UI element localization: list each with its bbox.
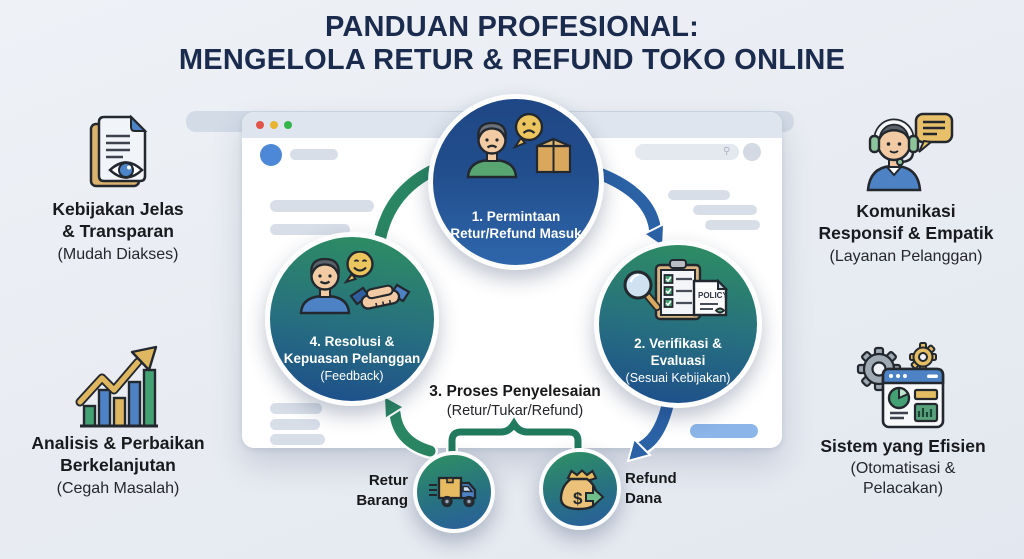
page-title-line1: PANDUAN PROFESIONAL:	[324, 11, 700, 43]
feature-clear-policy: Kebijakan Jelas & Transparan (Mudah Diak…	[22, 110, 214, 264]
feature-responsive-communication: Komunikasi Responsif & Empatik (Layanan …	[809, 110, 1003, 266]
step1-circle: 1. Permintaan Retur/Refund Masuk	[428, 94, 604, 270]
retur-barang-circle	[413, 451, 495, 533]
feature-title-line: Sistem yang Efisien	[820, 436, 986, 456]
feature-note-line: (Otomatisasi &	[850, 460, 956, 478]
step3-note: (Retur/Tukar/Refund)	[446, 403, 584, 420]
step1-label: 1. Permintaan Retur/Refund Masuk	[437, 208, 595, 243]
content-placeholder-line	[270, 403, 322, 414]
step4-note: (Feedback)	[320, 368, 384, 383]
feature-title-line: Komunikasi	[856, 201, 956, 221]
refund-dana-circle: $	[539, 448, 621, 530]
nav-placeholder	[290, 149, 338, 160]
page-title-line2: MENGELOLA RETUR & REFUND TOKO ONLINE	[178, 44, 846, 77]
feature-title-line: Responsif & Empatik	[818, 223, 994, 244]
feature-note: (Layanan Pelanggan)	[829, 247, 983, 265]
avatar	[260, 144, 282, 166]
retur-line2: Barang	[356, 491, 408, 509]
handshake-happy-customer-icon	[299, 251, 411, 315]
content-placeholder-line	[270, 419, 320, 430]
content-placeholder-line	[270, 224, 350, 235]
feature-title-line: Analisis & Perbaikan	[31, 433, 205, 453]
content-placeholder-line	[668, 190, 730, 200]
feature-title-line: Berkelanjutan	[60, 455, 176, 476]
content-placeholder-line	[705, 220, 760, 230]
step2-label: 2. Verifikasi & Evaluasi (Sesuai Kebijak…	[603, 335, 753, 386]
sad-customer-box-icon	[466, 113, 572, 179]
content-placeholder-line	[270, 200, 374, 212]
gears-dashboard-icon	[856, 342, 945, 429]
policy-label: POLICY	[698, 291, 728, 300]
feature-note: (Mudah Diakses)	[57, 245, 179, 263]
step4-label: 4. Resolusi & Kepuasan Pelanggan (Feedba…	[274, 333, 430, 384]
money-bag-icon: $	[559, 469, 605, 511]
feature-note-line: Pelacakan)	[862, 479, 944, 497]
step2-circle: POLICY 2. Verifikasi & Evaluasi (Sesuai …	[594, 240, 762, 408]
step3-title: 3. Proses Penyelesaian	[429, 383, 601, 400]
feature-title-line: Kebijakan Jelas	[52, 199, 184, 219]
delivery-truck-icon	[429, 476, 477, 508]
step1-line2: Retur/Refund Masuk	[450, 226, 582, 242]
traffic-light-minimize-icon	[270, 121, 278, 129]
magnifier-checklist-policy-icon: POLICY	[623, 259, 728, 321]
cta-button-placeholder	[690, 424, 758, 438]
content-placeholder-line	[270, 434, 325, 445]
traffic-light-zoom-icon	[284, 121, 292, 129]
content-placeholder-line	[693, 205, 757, 215]
currency-symbol: $	[573, 489, 583, 508]
step1-line1: 1. Permintaan	[471, 208, 561, 224]
document-eye-icon	[89, 114, 148, 188]
step2-line2: Evaluasi	[650, 353, 706, 369]
retur-line1: Retur	[368, 472, 408, 489]
feature-continuous-improvement: Analisis & Perbaikan Berkelanjutan (Cega…	[18, 344, 218, 498]
feature-efficient-system: Sistem yang Efisien (Otomatisasi & Pelac…	[803, 341, 1003, 498]
step3-label: 3. Proses Penyelesaian (Retur/Tukar/Refu…	[385, 382, 645, 421]
support-agent-icon	[866, 112, 954, 192]
search-icon: ⚲	[723, 146, 731, 157]
growth-chart-icon	[75, 345, 158, 428]
refund-line1: Refund	[625, 470, 677, 487]
feature-title-line: & Transparan	[62, 221, 174, 242]
traffic-light-close-icon	[256, 121, 264, 129]
feature-note: (Cegah Masalah)	[56, 479, 180, 497]
step2-note: (Sesuai Kebijakan)	[625, 370, 731, 385]
step4-line1: 4. Resolusi &	[309, 333, 395, 349]
step4-circle: 4. Resolusi & Kepuasan Pelanggan (Feedba…	[265, 232, 439, 406]
retur-barang-label: Retur Barang	[328, 471, 408, 511]
profile-circle	[743, 143, 761, 161]
page-title: PANDUAN PROFESIONAL: MENGELOLA RETUR & R…	[0, 11, 1024, 77]
refund-line2: Dana	[625, 489, 662, 507]
search-bar: ⚲	[635, 144, 739, 160]
step4-line2: Kepuasan Pelanggan	[283, 351, 421, 367]
refund-dana-label: Refund Dana	[625, 469, 715, 509]
step2-line1: 2. Verifikasi &	[634, 335, 722, 351]
